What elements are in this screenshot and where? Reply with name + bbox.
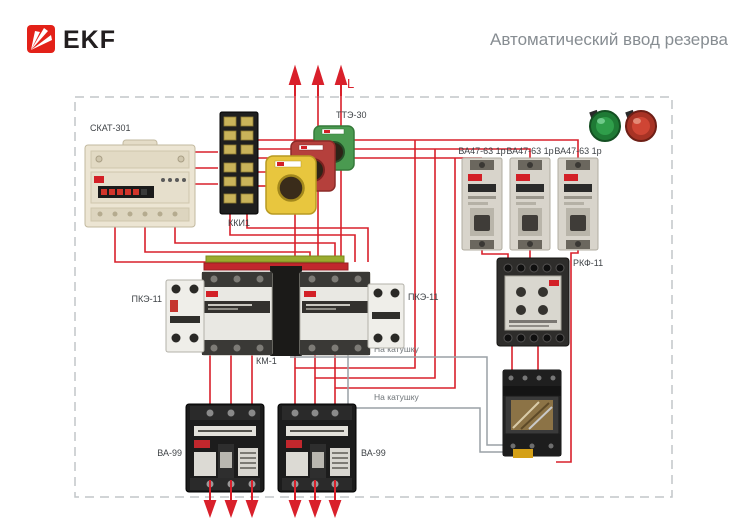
ekf-leaf-icon [31,28,52,50]
ct-label: ТТЭ-30 [336,110,366,120]
output-arrows [203,480,342,518]
interlock-block [270,266,302,356]
contactor-label: КМ-1 [256,356,277,366]
mccb-va99-right [277,403,357,493]
coil-label-1: На катушку [374,344,420,354]
busbar-yellow-green [205,255,345,263]
line-L-label: L [347,76,354,91]
aux-left-label: ПКЭ-11 [131,294,162,304]
contactor-right [299,271,371,356]
meter-label: СКАТ-301 [90,123,131,133]
aux-contact-right [367,283,405,349]
breakers-va47: ВА47-63 1р ВА47-63 1р ВА47-63 1р [458,146,602,251]
breaker-label-3: ВА47-63 1р [554,146,601,156]
coil-label-2: На катушку [374,392,420,402]
breaker-va47-2 [509,157,551,251]
relay-label: РКФ-11 [573,258,603,268]
wires-red [114,70,579,463]
contactor-left [201,271,273,356]
current-transformers-tte30: ТТЭ-30 [265,110,366,215]
brand-text: EKF [63,26,116,54]
terminal-label: ККИ1 [228,218,250,228]
mccb-right-label: ВА-99 [361,448,386,458]
panel-border [74,96,673,498]
input-arrows [288,64,348,96]
mccb-va99-left [185,403,265,493]
indicator-lamp-red [625,109,657,142]
mccb-left-label: ВА-99 [157,448,182,458]
page-title: Автоматический ввод резерва [490,30,728,49]
breaker-va47-1 [461,157,503,251]
wires-coil-gray [290,352,512,453]
aux-right-label: ПКЭ-11 [408,292,439,302]
contactor-km1: ПКЭ-11 ПКЭ-11 КМ-1 [131,255,439,366]
breaker-label-2: ВА47-63 1р [506,146,553,156]
control-transformer [502,369,562,458]
ekf-logo-icon [27,25,55,53]
ct-yellow [265,155,317,215]
breaker-va47-3 [557,157,599,251]
aux-contact-left [165,279,205,353]
terminal-block-kki1: ККИ1 [219,111,259,228]
meter-skat301: СКАТ-301 [84,123,196,228]
indicator-lamp-green [589,109,621,142]
relay-rkf11: РКФ-11 [496,257,603,347]
breaker-label-1: ВА47-63 1р [458,146,505,156]
